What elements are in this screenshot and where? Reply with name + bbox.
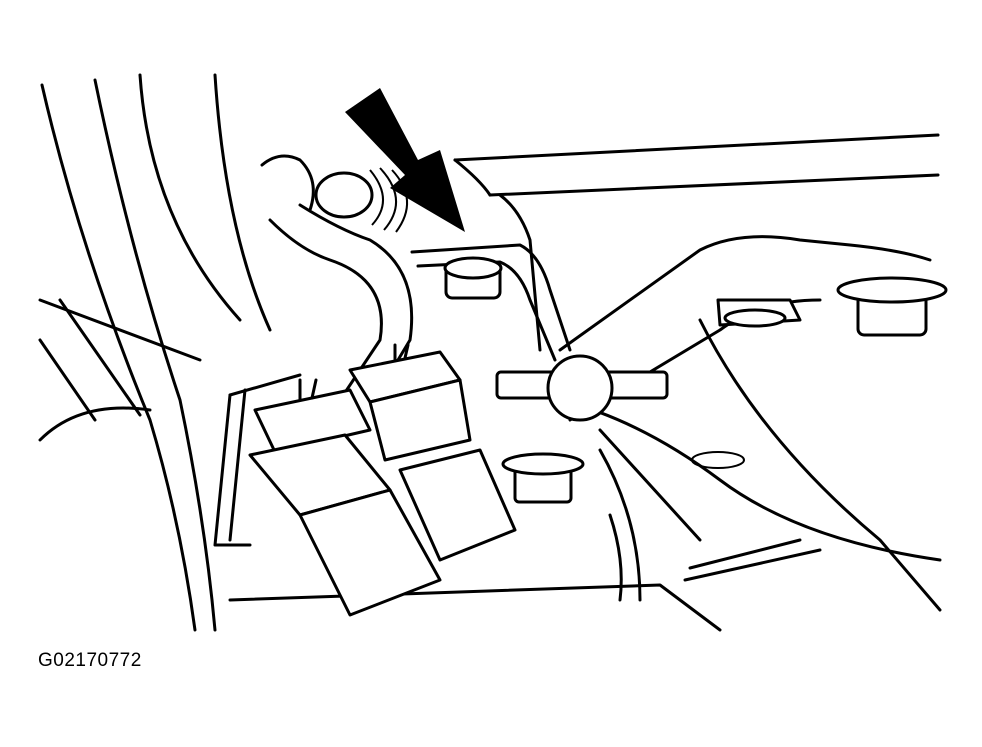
wire-bracket bbox=[213, 373, 302, 547]
left-panel-lines bbox=[38, 73, 272, 632]
right-bolts bbox=[691, 276, 948, 469]
hose bbox=[260, 154, 414, 402]
body-edges bbox=[453, 133, 940, 352]
figure-caption: G02170772 bbox=[38, 650, 142, 671]
pointer-arrow bbox=[345, 88, 465, 232]
bracket bbox=[410, 243, 572, 362]
crossmember bbox=[495, 235, 942, 612]
relay-right bbox=[348, 343, 517, 562]
relay-left bbox=[248, 378, 442, 617]
